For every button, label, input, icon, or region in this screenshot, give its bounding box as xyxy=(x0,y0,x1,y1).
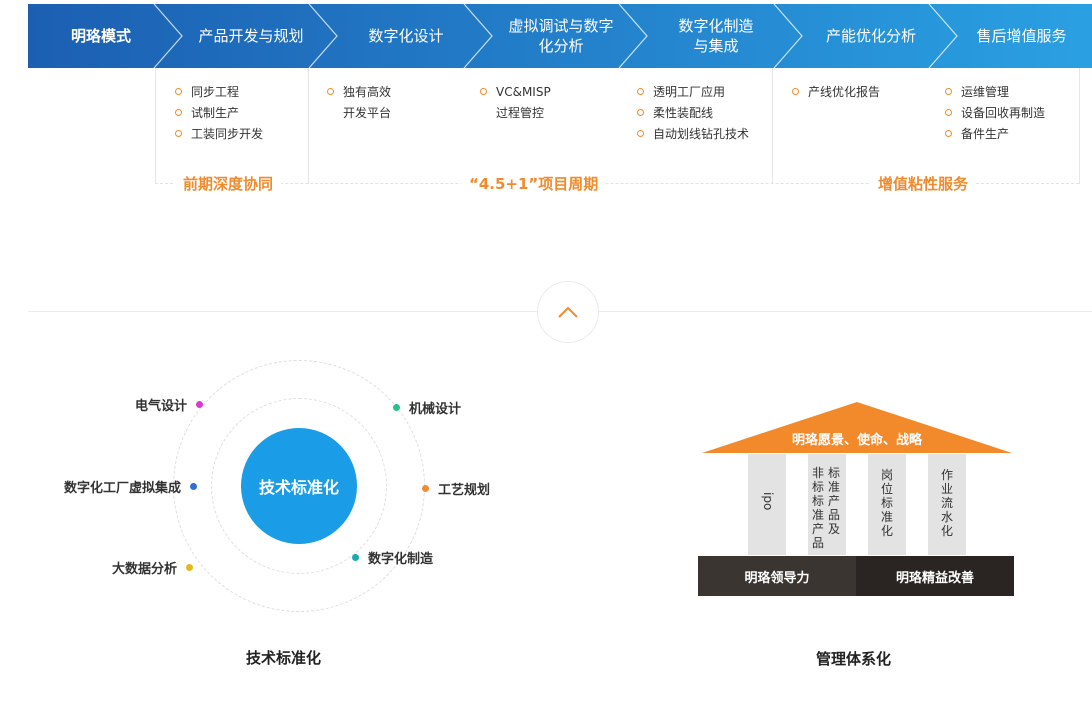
process-step-1[interactable]: 明珞模式 xyxy=(70,27,131,45)
column-divider xyxy=(155,68,156,184)
list-item: 工装同步开发 xyxy=(175,124,263,145)
list-item: 运维管理 xyxy=(945,82,1045,103)
list-item: 试制生产 xyxy=(175,103,263,124)
bullet-icon xyxy=(945,109,952,116)
tech-node-electrical: 电气设计 xyxy=(135,395,204,414)
process-step-5[interactable]: 数字化制造 与集成 xyxy=(678,17,754,55)
bullet-icon xyxy=(175,109,182,116)
process-step-2[interactable]: 产品开发与规划 xyxy=(198,27,304,45)
bullet-icon xyxy=(945,130,952,137)
tech-node-digital-manufacturing: 数字化制造 xyxy=(352,548,433,567)
pillar: 非标标准产品 标准产品及 xyxy=(808,454,846,555)
pillar: ipo xyxy=(748,454,786,555)
mgmt-caption: 管理体系化 xyxy=(816,650,892,668)
list-item: 开发平台 xyxy=(343,106,392,120)
detail-column-4: 透明工厂应用 柔性装配线 自动划线钻孔技术 xyxy=(637,82,749,145)
tech-node-big-data: 大数据分析 xyxy=(112,558,194,577)
list-item: 自动划线钻孔技术 xyxy=(637,124,749,145)
roof-shape xyxy=(702,402,1012,453)
list-item: 过程管控 xyxy=(496,106,545,120)
tech-node-mechanical: 机械设计 xyxy=(393,398,461,417)
node-dot xyxy=(422,485,429,492)
list-item: 柔性装配线 xyxy=(637,103,749,124)
process-step-3[interactable]: 数字化设计 xyxy=(368,27,444,45)
column-divider xyxy=(1079,68,1080,184)
node-dot xyxy=(190,483,198,490)
tech-caption: 技术标准化 xyxy=(246,649,322,667)
phase-label-early: 前期深度协同 xyxy=(175,173,282,194)
column-divider xyxy=(772,68,773,184)
node-dot xyxy=(196,401,204,408)
detail-column-3: VC&MISP 过程管控 xyxy=(480,82,551,124)
roof-label: 明珞愿景、使命、战略 xyxy=(791,433,922,448)
management-house-diagram: 明珞愿景、使命、战略 ipo 非标标准产品 标准产品及 岗位标准化 作业流水化 … xyxy=(698,400,1016,600)
tech-node-process-planning: 工艺规划 xyxy=(422,479,490,498)
column-divider xyxy=(308,68,309,184)
chevron-up-icon xyxy=(558,306,578,318)
bullet-icon xyxy=(480,88,487,95)
pillar: 岗位标准化 xyxy=(868,454,906,555)
bullet-icon xyxy=(945,88,952,95)
phase-label-cycle: “4.5+1”项目周期 xyxy=(461,173,607,194)
node-dot xyxy=(352,554,359,561)
list-item: 产线优化报告 xyxy=(792,82,880,103)
base-lean-improvement: 明珞精益改善 xyxy=(856,556,1014,596)
list-item: VC&MISP xyxy=(480,82,551,103)
pillar-label: 岗位标准化 xyxy=(881,468,894,538)
bullet-icon xyxy=(637,88,644,95)
tech-circle-diagram: 技术标准化 电气设计 机械设计 数字化工厂虚拟集成 工艺规划 大数据分析 数字化… xyxy=(60,360,520,620)
node-dot xyxy=(393,404,400,411)
process-step-6[interactable]: 产能优化分析 xyxy=(825,27,916,45)
list-item: 透明工厂应用 xyxy=(637,82,749,103)
process-arrows xyxy=(28,4,1092,68)
list-item: 同步工程 xyxy=(175,82,263,103)
list-item: 独有高效 xyxy=(327,82,391,103)
pillar-label: ipo xyxy=(761,492,775,511)
tech-center-circle: 技术标准化 xyxy=(241,428,357,544)
bullet-icon xyxy=(637,109,644,116)
bullet-icon xyxy=(327,88,334,95)
process-bar: 明珞模式 产品开发与规划 数字化设计 虚拟调试与数字 化分析 数字化制造 与集成… xyxy=(28,4,1092,68)
process-step-7[interactable]: 售后增值服务 xyxy=(976,27,1067,45)
detail-column-2: 独有高效 开发平台 xyxy=(327,82,391,124)
phase-label-service: 增值粘性服务 xyxy=(870,173,977,194)
phase-dashed-line xyxy=(155,183,1079,184)
list-item: 设备回收再制造 xyxy=(945,103,1045,124)
detail-column-1: 同步工程 试制生产 工装同步开发 xyxy=(175,82,263,145)
bullet-icon xyxy=(175,130,182,137)
pillar-label: 作业流水化 xyxy=(941,468,954,538)
detail-column-5: 产线优化报告 xyxy=(792,82,880,103)
bullet-icon xyxy=(637,130,644,137)
list-item: 备件生产 xyxy=(945,124,1045,145)
pillar-label: 标准产品及 xyxy=(828,466,841,536)
tech-node-virtual-integration: 数字化工厂虚拟集成 xyxy=(64,477,198,496)
collapse-button[interactable] xyxy=(537,281,599,343)
node-dot xyxy=(186,564,194,571)
detail-column-6: 运维管理 设备回收再制造 备件生产 xyxy=(945,82,1045,145)
process-step-4[interactable]: 虚拟调试与数字 化分析 xyxy=(508,17,614,55)
bullet-icon xyxy=(175,88,182,95)
process-details: 同步工程 试制生产 工装同步开发 独有高效 开发平台 VC&MISP 过程管控 … xyxy=(155,68,1080,194)
pillar-label: 非标标准产品 xyxy=(812,466,825,550)
base-leadership: 明珞领导力 xyxy=(698,556,856,596)
bullet-icon xyxy=(792,88,799,95)
pillar: 作业流水化 xyxy=(928,454,966,555)
inner-ring xyxy=(211,398,387,574)
